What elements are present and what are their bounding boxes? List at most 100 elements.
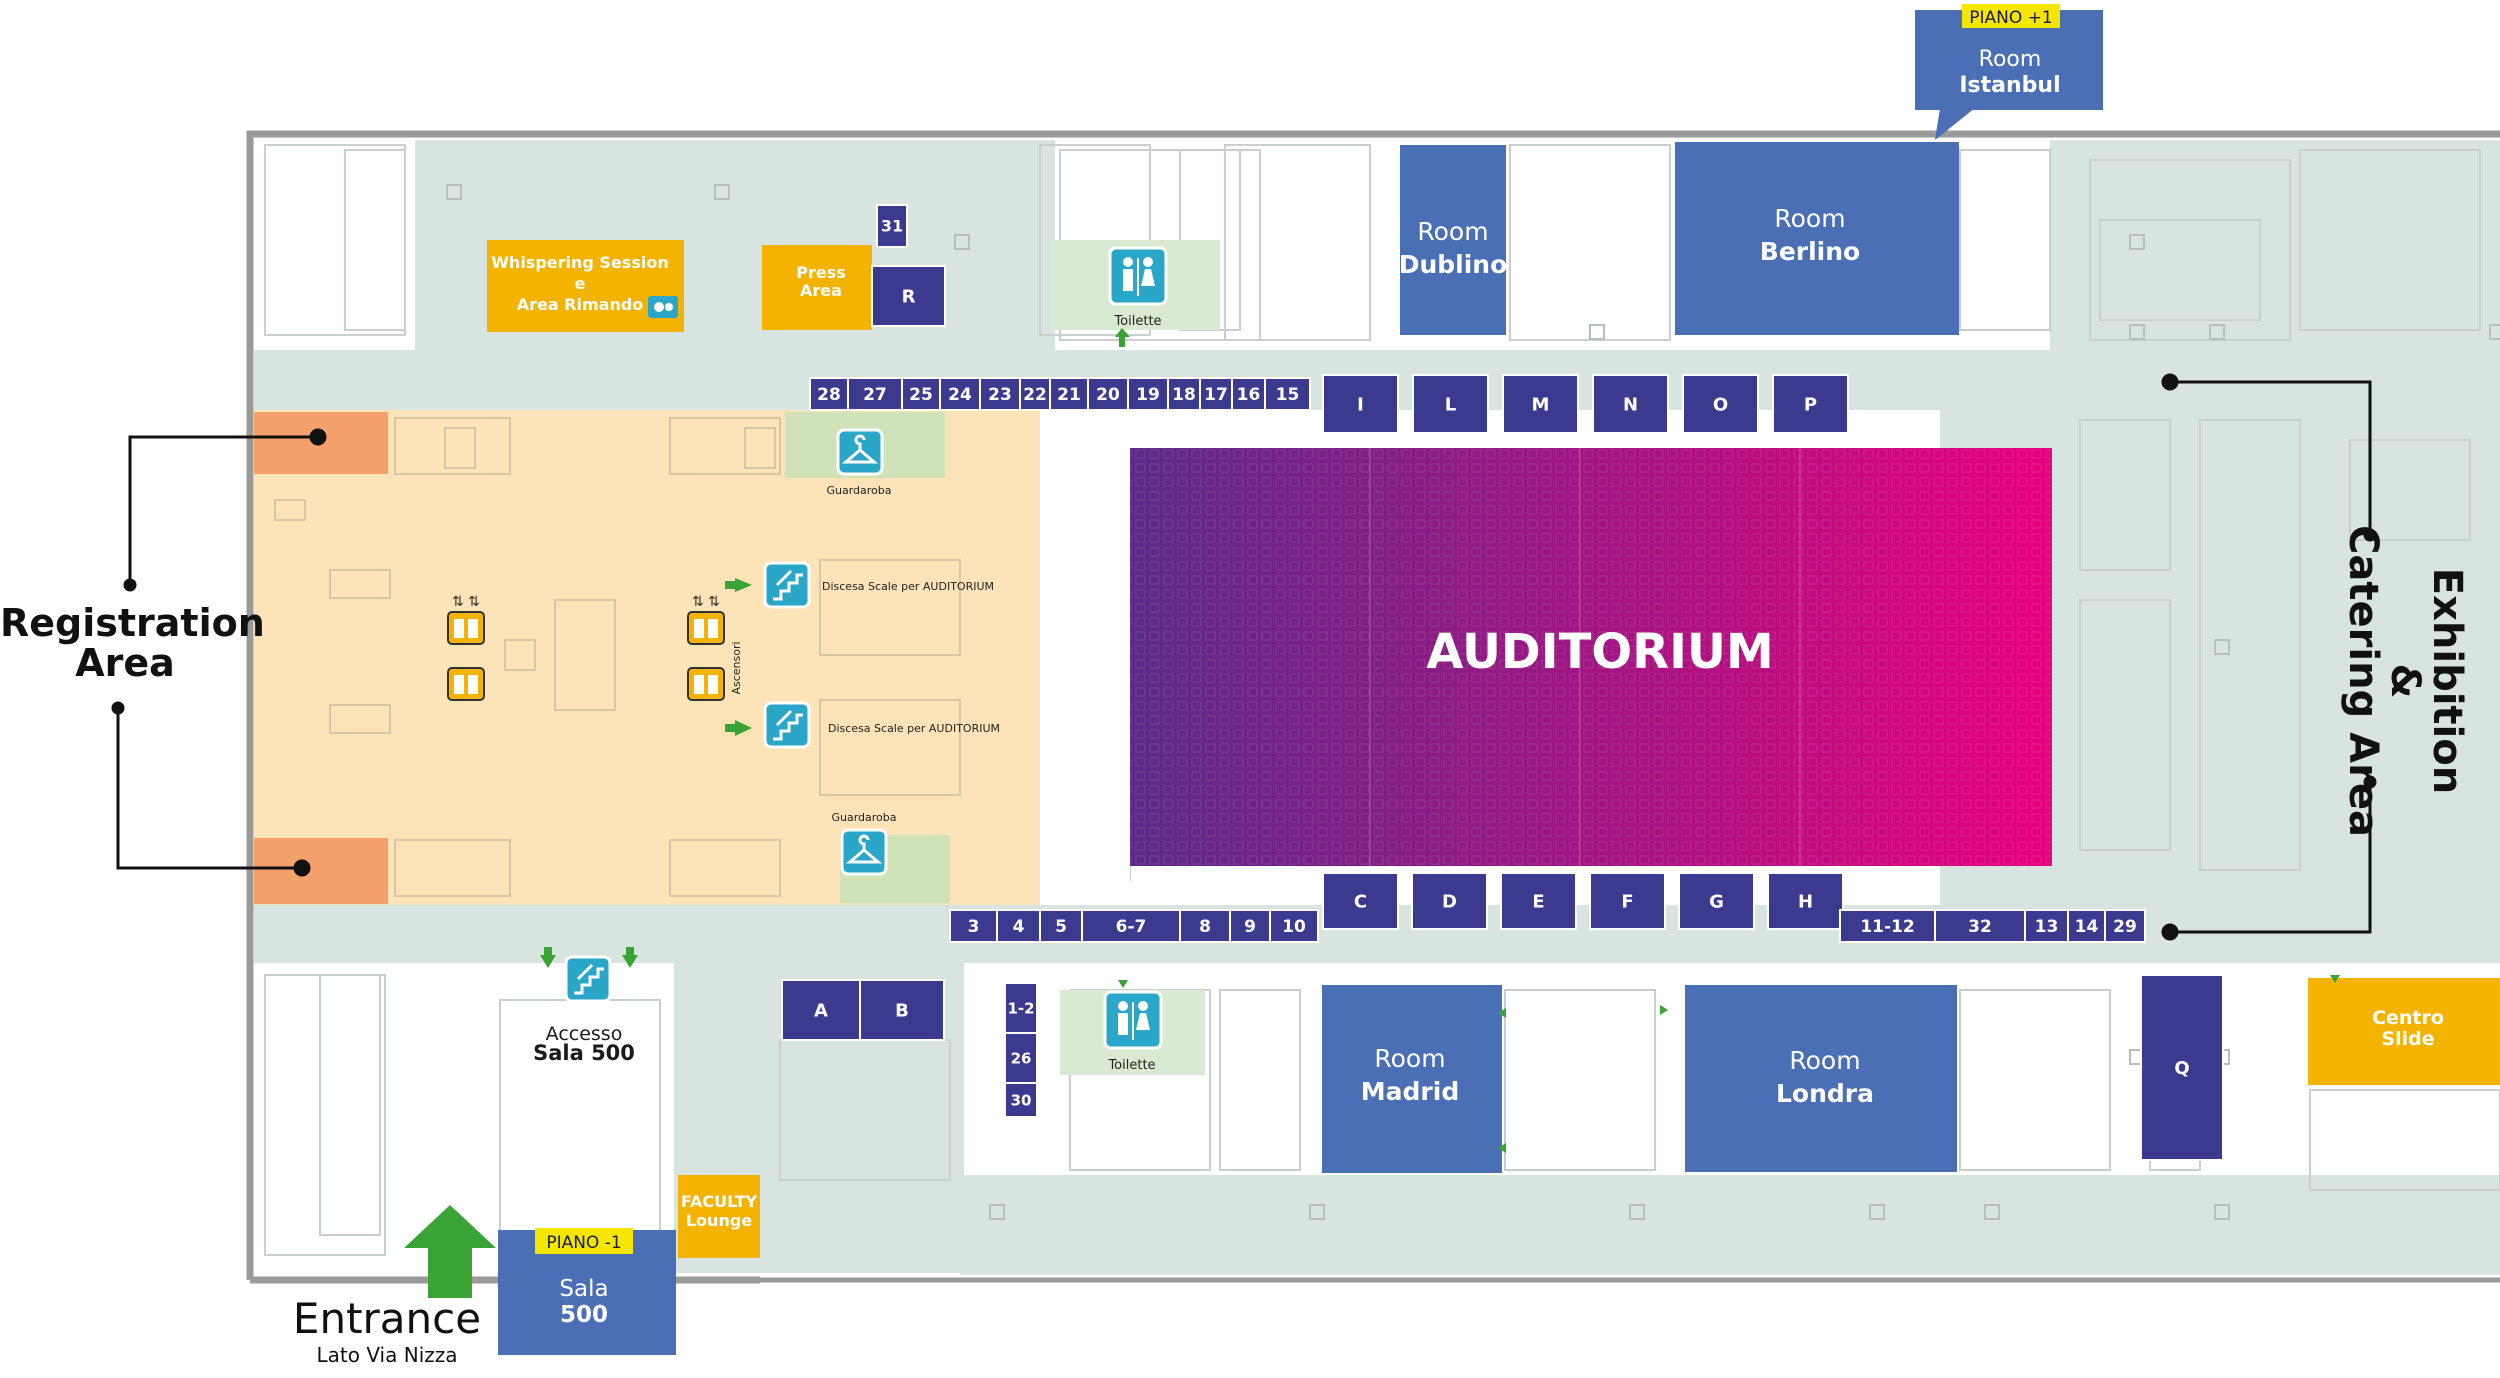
- booth-1-2[interactable]: 1-2: [1004, 982, 1038, 1034]
- booth-l[interactable]: L: [1412, 374, 1489, 434]
- booth-18[interactable]: 18: [1167, 377, 1201, 411]
- booth-24[interactable]: 24: [939, 377, 981, 411]
- toilette-bottom-label: Toilette: [1107, 1058, 1155, 1073]
- faculty-lounge: [678, 1175, 760, 1258]
- whispering-line2: e: [575, 274, 586, 293]
- ascensori-label: Ascensori: [730, 641, 743, 694]
- booth-22[interactable]: 22: [1019, 377, 1051, 411]
- room-berlino-line1: Room: [1774, 204, 1845, 233]
- booth-g[interactable]: G: [1678, 872, 1755, 930]
- booth-14[interactable]: 14: [2067, 909, 2106, 943]
- booth-d[interactable]: D: [1411, 872, 1488, 930]
- booth-17[interactable]: 17: [1199, 377, 1233, 411]
- booth-a[interactable]: A: [781, 979, 861, 1041]
- booth-19[interactable]: 19: [1127, 377, 1169, 411]
- booth-label: 20: [1096, 385, 1120, 405]
- stairs-icon: [763, 701, 811, 749]
- room-londra-line1: Room: [1789, 1046, 1860, 1075]
- room-madrid-line2: Madrid: [1361, 1077, 1459, 1106]
- booth-label: 1-2: [1007, 999, 1034, 1017]
- booth-o[interactable]: O: [1682, 374, 1759, 434]
- booth-label: R: [902, 286, 916, 307]
- icons: ⇅ ⇅ ⇅ ⇅: [404, 246, 2340, 1298]
- elevator-icon: [687, 611, 725, 645]
- booth-label: 26: [1011, 1049, 1032, 1067]
- booth-q[interactable]: Q: [2140, 974, 2224, 1161]
- booth-21[interactable]: 21: [1049, 377, 1089, 411]
- booth-26[interactable]: 26: [1004, 1032, 1038, 1084]
- toilet-icon: [1108, 246, 1168, 306]
- booth-10[interactable]: 10: [1269, 909, 1319, 943]
- booth-f[interactable]: F: [1589, 872, 1666, 930]
- booth-6-7[interactable]: 6-7: [1081, 909, 1181, 943]
- booth-c[interactable]: C: [1322, 872, 1399, 930]
- booth-label: 3: [968, 917, 980, 937]
- booth-label: O: [1713, 394, 1728, 415]
- booth-9[interactable]: 9: [1229, 909, 1271, 943]
- booth-23[interactable]: 23: [979, 377, 1021, 411]
- booth-3[interactable]: 3: [949, 909, 998, 943]
- entrance-subtitle: Lato Via Nizza: [316, 1343, 458, 1368]
- registration-zone: [254, 410, 1040, 905]
- camera-icon: [648, 296, 678, 318]
- room-londra-line2: Londra: [1776, 1079, 1874, 1108]
- booth-label: P: [1804, 394, 1817, 415]
- booth-label: C: [1354, 891, 1367, 912]
- booth-25[interactable]: 25: [901, 377, 941, 411]
- room-dublino: [1400, 145, 1506, 335]
- booth-label: 14: [2075, 917, 2099, 937]
- piano-minus-tag: PIANO -1: [546, 1233, 621, 1253]
- booth-30[interactable]: 30: [1004, 1082, 1038, 1118]
- cloakroom-icon: [836, 428, 884, 476]
- booth-27[interactable]: 27: [847, 377, 903, 411]
- booth-8[interactable]: 8: [1179, 909, 1231, 943]
- booth-11-12[interactable]: 11-12: [1839, 909, 1936, 943]
- booth-label: L: [1445, 394, 1456, 415]
- booth-15[interactable]: 15: [1264, 377, 1311, 411]
- press-line1: Press: [796, 263, 846, 282]
- booth-16[interactable]: 16: [1231, 377, 1266, 411]
- booth-label: 4: [1013, 917, 1025, 937]
- booth-label: 13: [2035, 917, 2059, 937]
- booth-h[interactable]: H: [1767, 872, 1844, 930]
- booth-m[interactable]: M: [1502, 374, 1579, 434]
- booth-label: D: [1442, 891, 1457, 912]
- booth-32[interactable]: 32: [1934, 909, 2026, 943]
- exhibition-line2: &: [2382, 663, 2428, 699]
- booth-label: 25: [909, 385, 933, 405]
- booth-label: 15: [1276, 385, 1300, 405]
- booth-label: 10: [1282, 917, 1306, 937]
- booth-label: 11-12: [1860, 917, 1914, 937]
- booth-label: 18: [1172, 385, 1196, 405]
- booth-label: 17: [1204, 385, 1228, 405]
- room-istanbul-line2: Istanbul: [1959, 73, 2060, 98]
- cloakroom-icon: [840, 828, 888, 876]
- guardaroba-top-label: Guardaroba: [826, 484, 891, 497]
- booth-31[interactable]: 31: [876, 204, 908, 248]
- booth-20[interactable]: 20: [1087, 377, 1129, 411]
- booth-4[interactable]: 4: [996, 909, 1041, 943]
- booth-label: 6-7: [1116, 917, 1147, 937]
- auditorium: [1040, 410, 2052, 905]
- guardaroba-bottom-label: Guardaroba: [831, 811, 896, 824]
- booth-label: 5: [1055, 917, 1067, 937]
- booth-28[interactable]: 28: [809, 377, 849, 411]
- booth-label: 9: [1244, 917, 1256, 937]
- room-dublino-line2: Dublino: [1399, 250, 1508, 279]
- booth-29[interactable]: 29: [2104, 909, 2146, 943]
- booth-label: 24: [948, 385, 972, 405]
- booth-b[interactable]: B: [859, 979, 945, 1041]
- booth-label: 8: [1199, 917, 1211, 937]
- booth-r[interactable]: R: [871, 265, 946, 327]
- booth-13[interactable]: 13: [2024, 909, 2069, 943]
- booth-n[interactable]: N: [1592, 374, 1669, 434]
- booth-label: B: [895, 1000, 909, 1021]
- booth-5[interactable]: 5: [1039, 909, 1083, 943]
- booth-i[interactable]: I: [1322, 374, 1399, 434]
- booth-label: M: [1532, 394, 1550, 415]
- booth-e[interactable]: E: [1500, 872, 1577, 930]
- booth-label: 22: [1023, 385, 1047, 405]
- booth-p[interactable]: P: [1772, 374, 1849, 434]
